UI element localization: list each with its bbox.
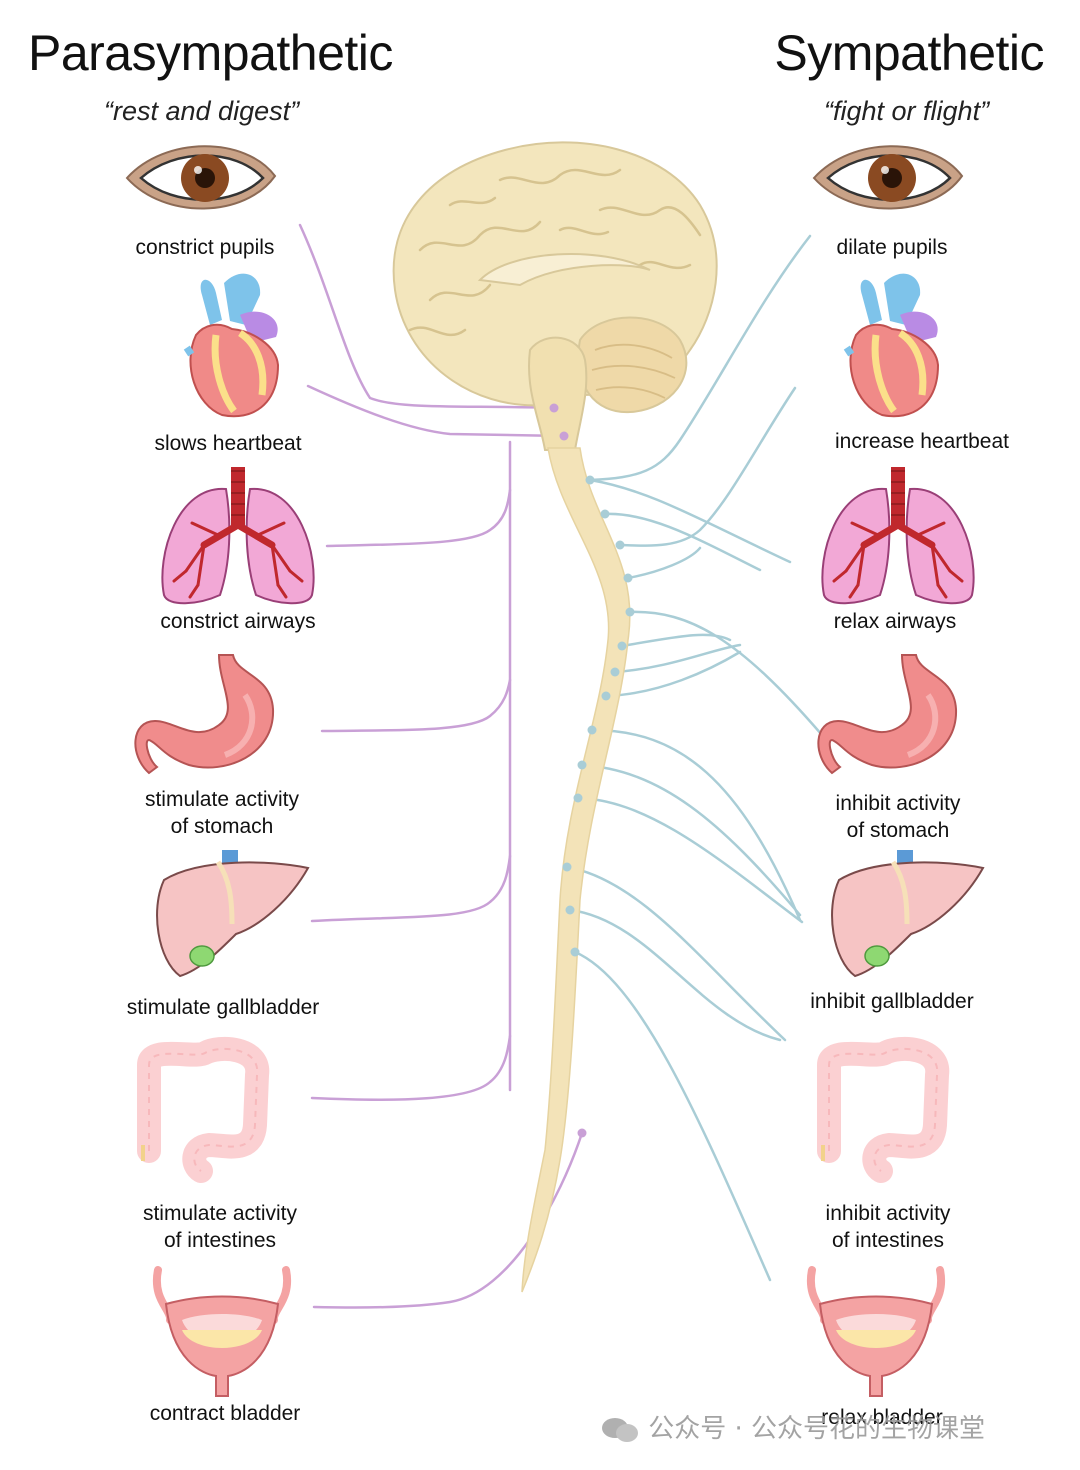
sympathetic-subtitle: “fight or flight”: [824, 96, 990, 126]
ganglion-dot: [623, 573, 633, 583]
ganglion-dot: [587, 725, 597, 735]
ganglion-dot: [615, 540, 625, 550]
sympathetic-label-eye: dilate pupils: [762, 234, 1022, 261]
parasympathetic-nerve-lungs: [325, 488, 512, 548]
sympathetic-heart-icon: [843, 273, 940, 418]
parasympathetic-stomach-icon: [134, 654, 275, 775]
sympathetic-nerve-eye: [588, 234, 812, 482]
parasympathetic-nerve-bladder: [312, 1131, 584, 1309]
ganglion-dot: [601, 691, 611, 701]
sympathetic-eye-icon: [812, 145, 964, 210]
parasympathetic-label-bladder: contract bladder: [95, 1400, 355, 1427]
sympathetic-label-line: relax bladder: [821, 1406, 943, 1429]
parasympathetic-label-line: of stomach: [170, 815, 274, 838]
parasympathetic-label-line: contract bladder: [149, 1402, 301, 1425]
ganglion-dot: [617, 641, 627, 651]
sympathetic-bladder-icon: [806, 1266, 946, 1397]
sympathetic-organs: [806, 145, 985, 1397]
watermark-text: 公众号 · 公众号花的生物课堂: [648, 1414, 986, 1444]
parasympathetic-nerve-heart: [306, 384, 566, 438]
ganglion-dot: [565, 905, 575, 915]
sympathetic-label-heart: increase heartbeat: [792, 428, 1052, 455]
parasympathetic-label-line: stimulate activity: [144, 788, 300, 811]
ganglion-dot: [559, 431, 569, 441]
parasympathetic-label-line: stimulate gallbladder: [126, 996, 320, 1019]
sympathetic-nerve-stomach-2: [620, 633, 732, 648]
parasympathetic-subtitle: “rest and digest”: [104, 96, 300, 126]
sympathetic-nerve-intestines-2: [568, 908, 782, 1042]
ganglion-dot: [610, 667, 620, 677]
sympathetic-label-liver: inhibit gallbladder: [762, 988, 1022, 1015]
sympathetic-nerve-branch: [626, 546, 702, 580]
sympathetic-label-intestines: inhibit activity of intestines: [758, 1200, 1018, 1254]
sympathetic-lungs-icon: [821, 467, 975, 605]
sympathetic-nerve-lungs: [588, 478, 792, 564]
ganglion-dots: [549, 403, 635, 1138]
parasympathetic-lungs-icon: [161, 467, 315, 605]
sympathetic-label-line: inhibit activity: [835, 792, 961, 815]
spinal-cord: [521, 447, 631, 1293]
ganglion-dot: [585, 475, 595, 485]
ganglion-dot: [577, 1128, 587, 1138]
parasympathetic-label-lungs: constrict airways: [108, 608, 368, 635]
sympathetic-label-bladder: relax bladder: [752, 1404, 1012, 1431]
parasympathetic-intestines-icon: [137, 1036, 270, 1183]
parasympathetic-label-stomach: stimulate activity of stomach: [92, 786, 352, 840]
sympathetic-intestines-icon: [817, 1036, 950, 1183]
ganglion-dot: [570, 947, 580, 957]
parasympathetic-label-line: stimulate activity: [142, 1202, 298, 1225]
sympathetic-label-lungs: relax airways: [765, 608, 1025, 635]
chat-bubble-icon: [600, 1416, 640, 1444]
parasympathetic-label-line: slows heartbeat: [154, 432, 302, 455]
sympathetic-nerve-bladder: [573, 950, 772, 1282]
ganglion-dot: [573, 793, 583, 803]
parasympathetic-bladder-icon: [152, 1266, 292, 1397]
sympathetic-nerve-lungs-2: [603, 512, 762, 572]
watermark: 公众号 · 公众号花的生物课堂: [600, 1408, 985, 1445]
parasympathetic-liver-icon: [156, 850, 310, 978]
sympathetic-label-line: increase heartbeat: [835, 430, 1009, 453]
sympathetic-nerve-liver-2: [580, 763, 802, 917]
ganglion-dot: [549, 403, 559, 413]
sympathetic-nerve-stomach-3: [613, 643, 742, 674]
brain-illustration: [392, 141, 718, 451]
parasympathetic-label-intestines: stimulate activity of intestines: [90, 1200, 350, 1254]
parasympathetic-label-eye: constrict pupils: [75, 234, 335, 261]
parasympathetic-label-line: of intestines: [163, 1229, 277, 1252]
nerve-lines: [298, 223, 824, 1309]
sympathetic-nerve-liver-3: [576, 796, 804, 924]
parasympathetic-label-line: constrict airways: [160, 610, 316, 633]
sympathetic-nerve-liver: [590, 728, 802, 922]
parasympathetic-nerve-liver: [310, 854, 512, 923]
ganglion-dot: [625, 607, 635, 617]
ganglion-dot: [600, 509, 610, 519]
parasympathetic-label-line: constrict pupils: [135, 236, 275, 259]
parasympathetic-label-heart: slows heartbeat: [98, 430, 358, 457]
sympathetic-title: Sympathetic: [774, 25, 1044, 81]
sympathetic-liver-icon: [831, 850, 985, 978]
sympathetic-label-line: relax airways: [833, 610, 957, 633]
ganglion-dot: [562, 862, 572, 872]
parasympathetic-nerve-eye: [298, 223, 556, 410]
sympathetic-label-stomach: inhibit activity of stomach: [768, 790, 1028, 844]
sympathetic-stomach-icon: [817, 654, 958, 775]
ganglion-dot: [577, 760, 587, 770]
parasympathetic-title: Parasympathetic: [28, 25, 393, 81]
sympathetic-label-line: inhibit activity: [825, 1202, 951, 1225]
parasympathetic-organs: [125, 145, 315, 1397]
sympathetic-label-line: dilate pupils: [836, 236, 948, 259]
parasympathetic-nerve-intestines: [310, 1034, 512, 1101]
parasympathetic-eye-icon: [125, 145, 277, 210]
sympathetic-nerve-intestines: [565, 865, 787, 1042]
sympathetic-label-line: inhibit gallbladder: [810, 990, 974, 1013]
parasympathetic-nerve-stomach: [320, 678, 512, 733]
parasympathetic-heart-icon: [183, 273, 280, 418]
sympathetic-label-line: of intestines: [831, 1229, 945, 1252]
parasympathetic-label-liver: stimulate gallbladder: [93, 994, 353, 1021]
sympathetic-label-line: of stomach: [846, 819, 950, 842]
sympathetic-nerve-stomach-4: [604, 650, 742, 698]
